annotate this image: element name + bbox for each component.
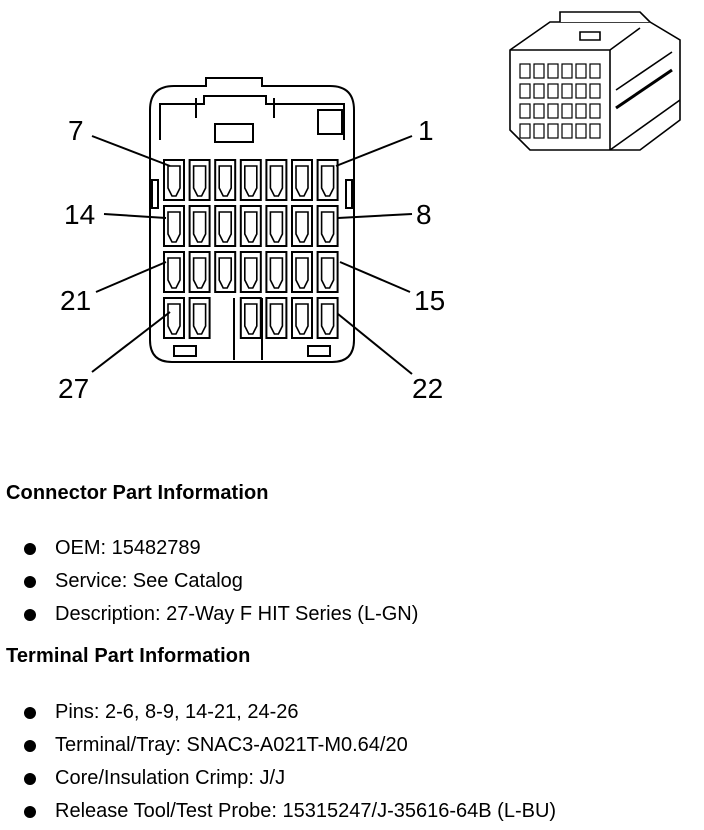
iso-cavity [533, 63, 545, 79]
pin-cavity-7 [163, 159, 185, 201]
pin-cavity-20 [188, 251, 211, 293]
iso-cavity [561, 103, 573, 119]
pin-label-15: 15 [414, 285, 445, 316]
bullet-icon [24, 806, 36, 818]
bullet-icon [24, 740, 36, 752]
pin-cavity-10 [265, 205, 288, 247]
iso-cavity [547, 103, 559, 119]
pin-cavity-25 [239, 297, 262, 339]
iso-cavity [533, 123, 545, 139]
iso-cavity [561, 83, 573, 99]
iso-cavity [561, 63, 573, 79]
connector-info-list: OEM: 15482789 Service: See Catalog Descr… [0, 532, 418, 631]
iso-cavity [533, 83, 545, 99]
terminal-info-item: Terminal/Tray: SNAC3-A021T-M0.64/20 [0, 729, 556, 762]
pin-cavity-22 [316, 297, 339, 339]
terminal-info-title: Terminal Part Information [6, 645, 251, 667]
bottom-tab-right [307, 345, 331, 357]
pin-cavity-2 [291, 159, 313, 201]
pin-cavity-14 [163, 205, 185, 247]
connector-info-item: OEM: 15482789 [0, 532, 418, 565]
bullet-icon [24, 773, 36, 785]
bullet-icon [24, 543, 36, 555]
pin-cavity-6 [188, 159, 211, 201]
pin-cavity-15 [316, 251, 339, 293]
terminal-info-item: Core/Insulation Crimp: J/J [0, 762, 556, 795]
iso-cavity [561, 123, 573, 139]
bottom-tab-left [173, 345, 197, 357]
connector-inner-frame [159, 95, 345, 140]
iso-cavity [547, 123, 559, 139]
pin-cavity-17 [265, 251, 288, 293]
pin-label-21: 21 [60, 285, 91, 316]
bullet-icon [24, 609, 36, 621]
pin-cavity-24 [265, 297, 288, 339]
iso-cavity [519, 63, 531, 79]
connector-3d-illustration [509, 11, 681, 151]
iso-cavity [519, 83, 531, 99]
pin-label-7: 7 [68, 115, 84, 146]
iso-cavity [589, 83, 601, 99]
pin-cavity-9 [291, 205, 313, 247]
pin-cavity-21 [163, 251, 185, 293]
connector-info-item: Description: 27-Way F HIT Series (L-GN) [0, 598, 418, 631]
pin-label-22: 22 [412, 373, 443, 404]
connector-diagram: 7 1 14 8 21 15 27 22 [58, 11, 681, 404]
bullet-icon [24, 707, 36, 719]
iso-cavity [519, 103, 531, 119]
latch [214, 123, 254, 143]
iso-cavity [589, 123, 601, 139]
key-square [317, 109, 343, 135]
iso-cavity [575, 123, 587, 139]
bullet-icon [24, 576, 36, 588]
pin-cavity-4 [239, 159, 262, 201]
connector-body-outline [149, 77, 355, 363]
iso-cavity [589, 63, 601, 79]
pin-cavity-27 [163, 297, 185, 339]
pin-cavity-11 [239, 205, 262, 247]
pin-grid [163, 159, 339, 339]
pin-cavity-16 [291, 251, 313, 293]
iso-cavity [575, 63, 587, 79]
pin-label-27: 27 [58, 373, 89, 404]
connector-info-item: Service: See Catalog [0, 565, 418, 598]
leader-lines [91, 135, 413, 375]
iso-cavity [547, 83, 559, 99]
iso-cavity [575, 103, 587, 119]
pin-label-1: 1 [418, 115, 434, 146]
iso-cavity [547, 63, 559, 79]
iso-cavity [533, 103, 545, 119]
terminal-info-item: Pins: 2-6, 8-9, 14-21, 24-26 [0, 696, 556, 729]
pin-cavity-19 [214, 251, 237, 293]
pin-cavity-12 [214, 205, 237, 247]
terminal-info-list: Pins: 2-6, 8-9, 14-21, 24-26 Terminal/Tr… [0, 696, 556, 828]
pin-cavity-3 [265, 159, 288, 201]
pin-cavity-23 [291, 297, 313, 339]
pin-cavity-18 [239, 251, 262, 293]
iso-cavity [589, 103, 601, 119]
pin-cavity-1 [316, 159, 339, 201]
pin-label-14: 14 [64, 199, 95, 230]
connector-info-title: Connector Part Information [6, 482, 269, 504]
pin-cavity-13 [188, 205, 211, 247]
terminal-info-item: Release Tool/Test Probe: 15315247/J-3561… [0, 795, 556, 828]
iso-cavity [575, 83, 587, 99]
iso-cavity [519, 123, 531, 139]
pin-cavity-8 [316, 205, 339, 247]
pin-cavity-26 [188, 297, 211, 339]
pin-cavity-5 [214, 159, 237, 201]
pin-label-8: 8 [416, 199, 432, 230]
